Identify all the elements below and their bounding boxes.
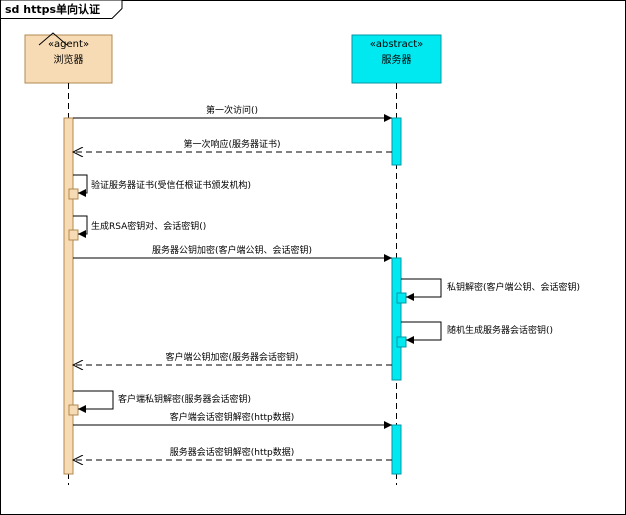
frame-title: sd https单向认证 [5, 2, 100, 16]
activation-server-3 [391, 424, 402, 475]
agent-icon [38, 32, 68, 46]
message-7[interactable]: 随机生成服务器会话密钥() [401, 321, 553, 344]
message-label: 服务器会话密钥解密(http数据) [170, 446, 295, 458]
participant-server-name: 服务器 [382, 53, 412, 66]
frame-title-tab [0, 0, 123, 19]
participant-server-box [351, 34, 442, 84]
participant-browser[interactable]: «agent» 浏览器 [24, 32, 113, 84]
message-label: 随机生成服务器会话密钥() [447, 324, 553, 336]
message-label: 客户端会话密钥解密(http数据) [170, 411, 295, 423]
message-label: 客户端公钥加密(服务器会话密钥) [165, 351, 298, 363]
participant-server-stereotype: «abstract» [370, 39, 424, 50]
message-10[interactable]: 客户端会话密钥解密(http数据) [73, 411, 392, 429]
message-arrow [401, 278, 442, 301]
message-label: 验证服务器证书(受信任根证书颁发机构) [91, 179, 251, 191]
message-label: 服务器公钥加密(客户端公钥、会话密钥) [152, 244, 312, 256]
message-5[interactable]: 服务器公钥加密(客户端公钥、会话密钥) [73, 244, 392, 262]
self-activation-1 [68, 188, 79, 200]
message-label: 客户端私钥解密(服务器会话密钥) [118, 393, 251, 405]
message-1[interactable]: 第一次访问() [73, 104, 392, 122]
message-arrow [401, 321, 442, 344]
message-9[interactable]: 客户端私钥解密(服务器会话密钥) [73, 390, 251, 413]
message-arrow [73, 174, 88, 197]
message-label: 私钥解密(客户端公钥、会话密钥) [447, 281, 580, 293]
participant-server[interactable]: «abstract» 服务器 [351, 34, 442, 84]
message-6[interactable]: 私钥解密(客户端公钥、会话密钥) [401, 278, 580, 301]
message-label: 第一次响应(服务器证书) [183, 138, 280, 150]
activation-browser [63, 117, 74, 475]
message-2[interactable]: 第一次响应(服务器证书) [73, 138, 392, 152]
activation-server-1 [391, 117, 402, 166]
self-activation-5 [68, 404, 79, 416]
message-arrow [73, 215, 88, 238]
message-label: 生成RSA密钥对、会话密钥() [91, 220, 206, 232]
self-activation-4 [396, 336, 407, 348]
participant-browser-name: 浏览器 [54, 53, 84, 66]
message-4[interactable]: 生成RSA密钥对、会话密钥() [73, 215, 206, 238]
participant-browser-stereotype: «agent» [48, 39, 89, 50]
message-label: 第一次访问() [206, 104, 258, 116]
activation-server-2 [391, 257, 402, 381]
self-activation-2 [68, 229, 79, 241]
message-8[interactable]: 客户端公钥加密(服务器会话密钥) [73, 351, 392, 365]
message-3[interactable]: 验证服务器证书(受信任根证书颁发机构) [73, 174, 251, 197]
message-arrow [73, 390, 114, 413]
message-11[interactable]: 服务器会话密钥解密(http数据) [73, 446, 392, 460]
self-activation-3 [396, 292, 407, 304]
